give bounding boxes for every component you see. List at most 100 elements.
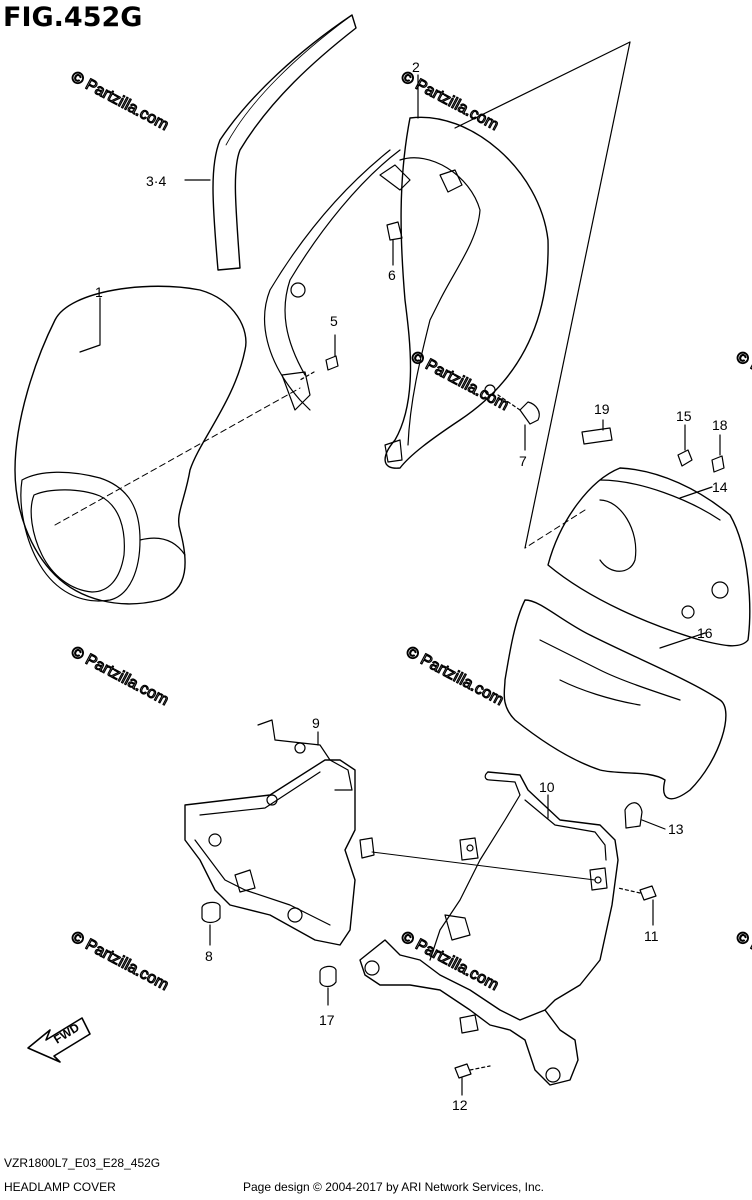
callout-2[interactable]: 2	[412, 59, 420, 75]
bracket-hole	[266, 794, 278, 806]
watermark: © Partzilla.com	[733, 929, 752, 995]
frame-hole	[364, 960, 380, 976]
bracket-hole	[208, 833, 222, 847]
frame-tab	[459, 1014, 479, 1034]
bracket-hole	[594, 876, 602, 884]
screw-leader	[299, 371, 315, 381]
callout-3-4[interactable]: 3·4	[146, 173, 166, 189]
assembly-leader	[371, 851, 596, 881]
bracket-tab	[444, 914, 471, 941]
callout-16[interactable]: 16	[697, 625, 713, 641]
cowl-left-flange-inner	[284, 149, 401, 376]
callout-12[interactable]: 12	[452, 1097, 468, 1113]
callout-9[interactable]: 9	[312, 715, 320, 731]
panel-hole	[711, 581, 729, 599]
panel-edge	[599, 479, 721, 521]
bolt-leader	[469, 1065, 491, 1071]
left-bracket-edge	[194, 839, 331, 926]
callout-15[interactable]: 15	[676, 408, 692, 424]
cowl-bracket	[281, 371, 311, 411]
callout-10[interactable]: 10	[539, 779, 555, 795]
watermark: © Partzilla.com	[408, 349, 511, 415]
assembly-outline	[454, 41, 631, 549]
watermark: © Partzilla.com	[733, 349, 752, 415]
cowl-left-flange	[264, 149, 391, 411]
nut-part-18	[711, 455, 725, 473]
callout-18[interactable]: 18	[712, 417, 728, 433]
headlamp-opening	[20, 471, 141, 602]
callout-7[interactable]: 7	[519, 453, 527, 469]
housing-edge	[139, 537, 186, 556]
callout-11[interactable]: 11	[644, 928, 659, 944]
bolt-leader	[617, 887, 641, 894]
nut-part-8	[201, 901, 221, 924]
fwd-arrow-icon	[27, 1017, 91, 1063]
bracket-tab	[359, 837, 375, 859]
bolt-part-12	[454, 1063, 472, 1079]
bracket-tab	[459, 837, 479, 861]
watermark-group: © Partzilla.com © Partzilla.com © Partzi…	[68, 68, 752, 995]
cowl-inner-edge	[399, 157, 481, 446]
bolt-part-11	[639, 885, 657, 901]
screw-leader	[497, 394, 521, 411]
trim-strip-edge	[225, 17, 349, 146]
cowl-clip	[379, 164, 411, 191]
callout-6[interactable]: 6	[388, 267, 396, 283]
frame-hole	[545, 1067, 561, 1083]
nut-part-17	[319, 965, 337, 988]
bracket-hole	[287, 907, 303, 923]
pad-part-19	[581, 427, 613, 445]
screw-part-5	[325, 355, 339, 371]
panel-hole	[681, 605, 695, 619]
bracket-hole	[294, 742, 306, 754]
clip-part-15	[677, 449, 693, 467]
lower-frame-part	[359, 939, 579, 1086]
headlamp-opening-inner	[30, 489, 125, 593]
callout-14[interactable]: 14	[712, 479, 728, 495]
callout-leader	[659, 632, 706, 649]
right-bracket-edge	[429, 771, 521, 961]
cowl-clip	[439, 169, 463, 193]
right-bracket-inner	[524, 799, 607, 861]
figure-code: VZR1800L7_E03_E28_452G	[4, 1156, 161, 1170]
bracket-tab	[589, 867, 608, 891]
watermark: © Partzilla.com	[398, 69, 501, 135]
callout-leader	[641, 819, 666, 830]
cowl-clip	[386, 221, 403, 241]
callout-1[interactable]: 1	[95, 284, 103, 300]
left-bracket-arm	[257, 719, 353, 791]
callout-leader	[79, 297, 101, 353]
callout-19[interactable]: 19	[594, 401, 610, 417]
trim-strip-part	[212, 14, 357, 271]
callout-13[interactable]: 13	[668, 821, 684, 837]
bracket-tab	[234, 869, 256, 893]
grommet-hole	[290, 282, 306, 298]
left-bracket-part	[184, 759, 356, 946]
panel-recess	[599, 499, 637, 572]
cowl-tab	[384, 439, 403, 463]
figure-name: HEADLAMP COVER	[4, 1180, 116, 1194]
headlamp-housing-part	[14, 285, 247, 605]
callout-8[interactable]: 8	[205, 948, 213, 964]
lower-panel-edge	[559, 679, 641, 706]
watermark: © Partzilla.com	[398, 929, 501, 995]
left-bracket-edge	[199, 771, 321, 816]
screw-part-7	[519, 401, 540, 425]
cowl-hole	[484, 384, 496, 396]
assembly-leader	[54, 387, 301, 526]
figure-title: FIG.452G	[3, 2, 143, 33]
callout-17[interactable]: 17	[319, 1012, 335, 1028]
watermark: © Partzilla.com	[68, 69, 171, 135]
grommet-part-13	[624, 802, 643, 829]
lower-panel-part	[503, 599, 727, 800]
callout-leader	[679, 486, 713, 499]
page-credit: Page design © 2004-2017 by ARI Network S…	[243, 1180, 545, 1194]
watermark: © Partzilla.com	[68, 644, 171, 710]
watermark: © Partzilla.com	[403, 644, 506, 710]
right-bracket-part	[487, 771, 619, 1011]
assembly-leader	[524, 509, 586, 549]
callout-5[interactable]: 5	[330, 313, 338, 329]
lower-panel-edge	[539, 639, 681, 701]
inner-panel-part	[547, 467, 751, 647]
